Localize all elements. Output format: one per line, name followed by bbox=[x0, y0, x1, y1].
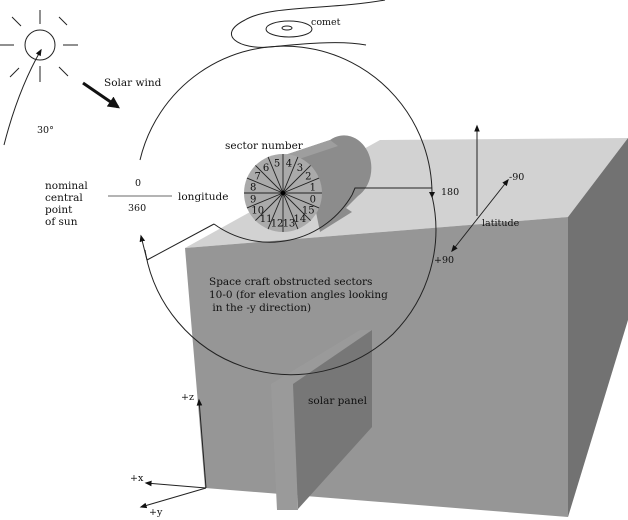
solar-wind-arrow bbox=[82, 81, 120, 109]
nominal-line-4: of sun bbox=[45, 216, 78, 228]
sector-label: 9 bbox=[250, 194, 256, 205]
sector-divider bbox=[282, 156, 299, 194]
sector-label: 11 bbox=[260, 214, 273, 225]
obstructed-note-line-2: 10-0 (for elevation angles looking bbox=[209, 289, 388, 301]
sector-label: 0 bbox=[310, 194, 316, 205]
sector-label: 7 bbox=[255, 172, 261, 183]
sector-label: 2 bbox=[305, 172, 311, 183]
sector-number-label: sector number bbox=[225, 140, 304, 152]
sector-label: 12 bbox=[271, 218, 284, 229]
solar-panel-label: solar panel bbox=[308, 395, 368, 407]
sector-label: 4 bbox=[286, 159, 292, 170]
solar-wind-label: Solar wind bbox=[104, 77, 162, 89]
latitude-diagonal-axis bbox=[451, 178, 509, 253]
x-axis-label: +x bbox=[130, 473, 144, 484]
obstruction-bracket bbox=[351, 187, 432, 196]
sector-dividers bbox=[244, 154, 322, 232]
sector-label: 10 bbox=[251, 205, 264, 216]
longitude-360-label: 360 bbox=[128, 203, 146, 214]
comet-icon bbox=[231, 0, 386, 48]
nominal-line-2: central bbox=[45, 192, 83, 204]
disc-center bbox=[280, 190, 286, 196]
obstructed-note: Space craft obstructed sectors 10-0 (for… bbox=[209, 276, 388, 314]
box-side-face bbox=[568, 138, 628, 517]
longitude-circle bbox=[139, 45, 437, 376]
x-axis bbox=[144, 480, 207, 489]
sector-label: 3 bbox=[297, 163, 303, 174]
angle-label: 30° bbox=[37, 125, 54, 136]
pointer-to-arc bbox=[146, 223, 215, 261]
obstructed-note-line-1: Space craft obstructed sectors bbox=[209, 276, 372, 288]
nominal-line-1: nominal bbox=[45, 180, 88, 192]
arc-start-arrow bbox=[139, 234, 148, 261]
sector-divider bbox=[255, 192, 284, 221]
latitude-label: latitude bbox=[482, 218, 520, 229]
sector-label: 6 bbox=[263, 163, 269, 174]
sector-label: 15 bbox=[302, 205, 315, 216]
sector-label: 14 bbox=[294, 214, 307, 225]
latitude-minus90-label: -90 bbox=[509, 172, 524, 183]
latitude-plus90-label: +90 bbox=[434, 255, 454, 266]
cylinder-body bbox=[282, 135, 372, 232]
sector-divider bbox=[267, 192, 284, 230]
sector-divider bbox=[267, 156, 284, 194]
y-axis-label: +y bbox=[149, 507, 163, 518]
longitude-label: longitude bbox=[178, 191, 228, 203]
sector-divider bbox=[282, 192, 299, 230]
sun-elevation-arc bbox=[3, 48, 42, 146]
sector-label: 8 bbox=[250, 183, 256, 194]
nominal-sun-label: nominal central point of sun bbox=[45, 180, 88, 228]
sector-label: 1 bbox=[310, 183, 316, 194]
sector-label: 13 bbox=[283, 218, 296, 229]
sector-divider bbox=[282, 192, 311, 221]
sector-divider bbox=[246, 192, 284, 209]
solar-panel-face bbox=[293, 330, 372, 509]
sector-divider bbox=[282, 192, 320, 209]
z-axis-label: +z bbox=[181, 392, 194, 403]
sector-divider bbox=[282, 165, 311, 194]
longitude-180-label: 180 bbox=[441, 187, 459, 198]
z-axis bbox=[196, 398, 207, 489]
sector-divider bbox=[246, 177, 284, 194]
obstructed-note-line-3: in the -y direction) bbox=[209, 302, 311, 314]
coordinate-axes: +z +x +y bbox=[130, 392, 207, 518]
180-marker-icon bbox=[429, 192, 435, 198]
comet-label: comet bbox=[311, 17, 341, 28]
sector-label: 5 bbox=[274, 159, 280, 170]
box-front-face bbox=[185, 217, 568, 517]
sun-icon bbox=[0, 10, 78, 82]
sector-divider bbox=[255, 165, 284, 194]
obstructed-sector-arc bbox=[213, 194, 353, 243]
y-axis bbox=[139, 487, 207, 509]
sector-divider bbox=[282, 177, 320, 194]
longitude-0-label: 0 bbox=[135, 178, 141, 189]
nominal-line-3: point bbox=[45, 204, 73, 216]
